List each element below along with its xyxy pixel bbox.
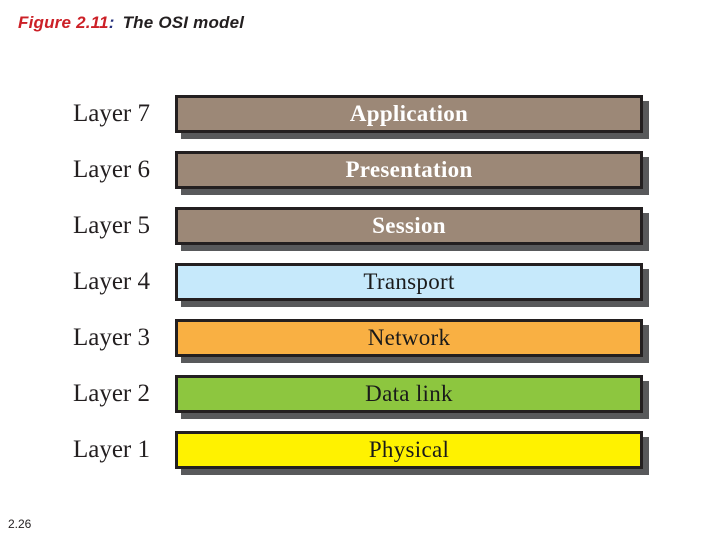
- layer-number-label: Layer 1: [72, 436, 150, 463]
- figure-label: Figure 2.11: [18, 13, 109, 32]
- layer-row-6: Layer 6 Presentation: [0, 151, 720, 189]
- layer-row-2: Layer 2 Data link: [0, 375, 720, 413]
- osi-layer-bar-session: Session: [175, 207, 643, 245]
- figure-label-colon: :: [108, 13, 115, 32]
- layer-number-label: Layer 3: [72, 324, 150, 351]
- layer-number-label: Layer 5: [72, 212, 150, 239]
- layer-number-label: Layer 2: [72, 380, 150, 407]
- osi-layer-bar-network: Network: [175, 319, 643, 357]
- layer-row-1: Layer 1 Physical: [0, 431, 720, 469]
- figure-name: The OSI model: [122, 13, 245, 32]
- layer-row-5: Layer 5 Session: [0, 207, 720, 245]
- osi-layer-bar-application: Application: [175, 95, 643, 133]
- layer-number-label: Layer 4: [72, 268, 150, 295]
- osi-layer-bar-datalink: Data link: [175, 375, 643, 413]
- layer-row-7: Layer 7 Application: [0, 95, 720, 133]
- osi-layer-bar-transport: Transport: [175, 263, 643, 301]
- osi-layer-bar-physical: Physical: [175, 431, 643, 469]
- layer-row-3: Layer 3 Network: [0, 319, 720, 357]
- layer-row-4: Layer 4 Transport: [0, 263, 720, 301]
- figure-title: Figure 2.11: The OSI model: [18, 13, 244, 33]
- layer-number-label: Layer 7: [72, 100, 150, 127]
- slide-page-number: 2.26: [8, 517, 32, 531]
- layer-number-label: Layer 6: [72, 156, 150, 183]
- osi-layer-bar-presentation: Presentation: [175, 151, 643, 189]
